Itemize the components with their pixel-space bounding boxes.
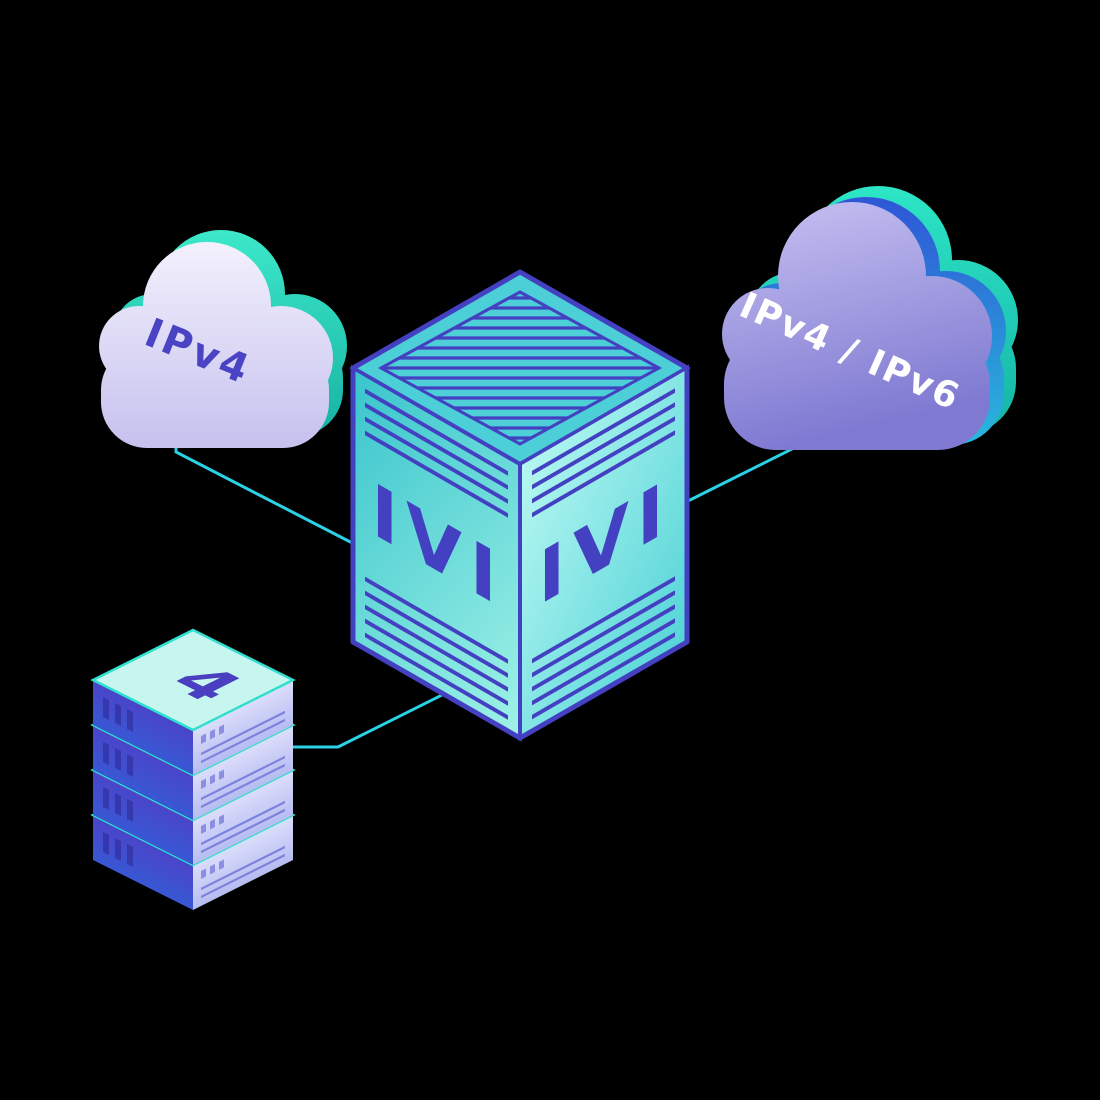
- ipv4-server-stack: 4: [90, 628, 296, 910]
- server-slab: 4: [90, 628, 296, 775]
- cube-outline: [350, 269, 690, 741]
- cube-top-stripes: [381, 296, 659, 440]
- ivi-translator-cube: IVI IVI: [348, 269, 692, 742]
- cube-right-face: IVI: [518, 364, 689, 742]
- face-stripes: [532, 388, 675, 720]
- ipv4-ipv6-cloud: IPv4 / IPv6: [722, 186, 1018, 450]
- face-stripes: [365, 388, 508, 720]
- ipv4-cloud: IPv4: [99, 230, 347, 448]
- stack-top-face: [90, 628, 296, 732]
